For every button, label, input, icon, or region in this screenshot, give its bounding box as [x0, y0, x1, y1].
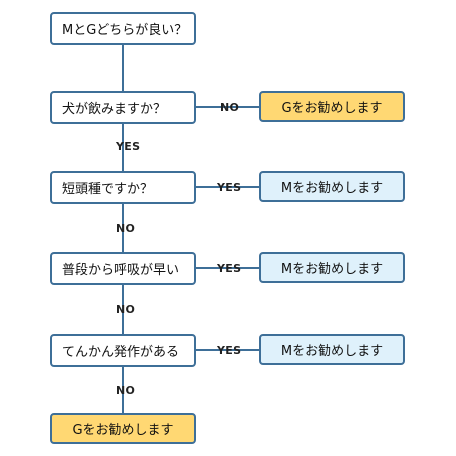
- node-q-breath: 普段から呼吸が早い: [50, 252, 196, 285]
- edge-label-dog-no: NO: [220, 101, 240, 114]
- edge-label-dog-yes: YES: [116, 140, 141, 153]
- edge-label-brachy-yes: YES: [217, 181, 242, 194]
- edge-label-epilepsy-yes: YES: [217, 344, 242, 357]
- node-q-brachy-text: 短頭種ですか？: [62, 182, 154, 197]
- result-m-breath-text: Mをお勧めします: [280, 262, 384, 277]
- result-m-brachy: Mをお勧めします: [259, 171, 405, 202]
- edge-label-epilepsy-no: NO: [116, 384, 136, 397]
- node-q-brachy: 短頭種ですか？: [50, 171, 196, 204]
- edge-label-brachy-no: NO: [116, 222, 136, 235]
- result-g-final: Gをお勧めします: [50, 413, 196, 444]
- node-q-epilepsy: てんかん発作がある: [50, 334, 196, 367]
- result-m-breath: Mをお勧めします: [259, 252, 405, 283]
- node-q-epilepsy-text: てんかん発作がある: [62, 345, 180, 360]
- result-m-epilepsy-text: Mをお勧めします: [280, 344, 384, 359]
- edge-label-breath-no: NO: [116, 303, 136, 316]
- result-g-dog: Gをお勧めします: [259, 91, 405, 122]
- node-q-dog: 犬が飲みますか？: [50, 91, 196, 124]
- node-q-dog-text: 犬が飲みますか？: [62, 102, 167, 117]
- result-g-final-text: Gをお勧めします: [72, 423, 174, 438]
- result-m-brachy-text: Mをお勧めします: [280, 181, 384, 196]
- result-m-epilepsy: Mをお勧めします: [259, 334, 405, 365]
- result-g-dog-text: Gをお勧めします: [281, 101, 383, 116]
- node-start-text: MとGどちらが良い？: [62, 23, 188, 38]
- node-q-breath-text: 普段から呼吸が早い: [62, 263, 180, 278]
- edge-label-breath-yes: YES: [217, 262, 242, 275]
- node-start: MとGどちらが良い？: [50, 12, 196, 45]
